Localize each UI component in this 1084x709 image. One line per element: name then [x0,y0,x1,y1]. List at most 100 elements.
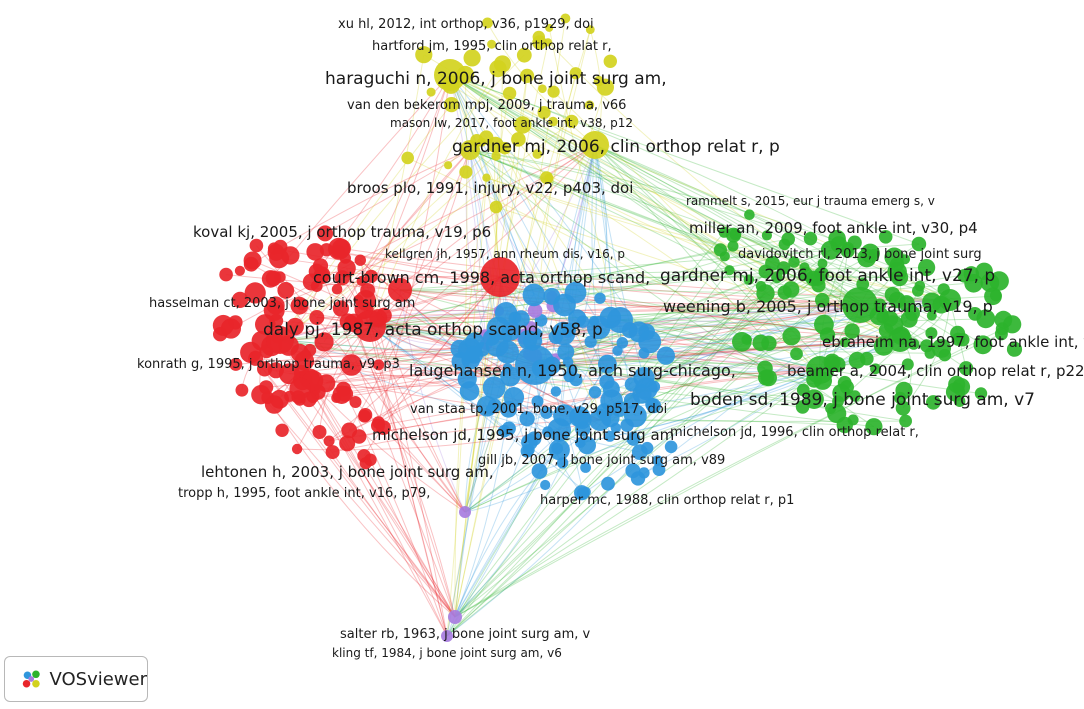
blue-node[interactable] [600,389,623,413]
green-node[interactable] [865,418,883,436]
yellow-node[interactable] [532,35,547,50]
blue-node[interactable] [459,381,480,401]
item-label[interactable]: broos plo, 1991, injury, v22, p403, doi [347,179,633,197]
red-node[interactable] [269,248,290,269]
yellow-node[interactable] [444,161,453,170]
item-label[interactable]: michelson jd, 1995, j bone joint surg am [372,426,674,444]
yellow-node[interactable] [584,100,595,110]
item-label[interactable]: miller an, 2009, foot ankle int, v30, p4 [689,219,978,237]
green-node[interactable] [782,327,801,346]
yellow-node[interactable] [489,200,503,214]
item-label[interactable]: michelson jd, 1996, clin orthop relat r, [670,425,919,440]
blue-node[interactable] [626,432,641,446]
item-label[interactable]: konrath g, 1995, j orthop trauma, v9, p3 [137,357,400,372]
green-node[interactable] [842,287,878,323]
blue-node[interactable] [598,354,617,374]
green-node[interactable] [974,387,988,400]
red-node[interactable] [212,314,234,336]
item-label[interactable]: rammelt s, 2015, eur j trauma emerg s, v [686,194,935,208]
purple-node[interactable] [448,610,462,624]
yellow-node[interactable] [460,140,480,160]
purple-node[interactable] [527,303,543,318]
item-label[interactable]: harper mc, 1988, clin orthop relat r, p1 [540,493,794,508]
blue-node[interactable] [548,439,570,461]
red-node[interactable] [388,278,412,302]
green-node[interactable] [732,332,752,352]
yellow-node[interactable] [415,46,433,64]
red-node[interactable] [314,332,334,352]
green-node[interactable] [776,261,791,275]
blue-node[interactable] [625,463,641,479]
green-node[interactable] [727,240,739,252]
red-node[interactable] [337,259,356,278]
red-node[interactable] [302,273,320,291]
red-node[interactable] [243,251,262,270]
green-node[interactable] [760,369,777,387]
blue-node[interactable] [522,283,546,307]
green-node[interactable] [920,339,934,353]
green-node[interactable] [901,358,914,371]
item-label[interactable]: gardner mj, 2006, foot ankle int, v27, p [660,266,995,286]
red-node[interactable] [312,425,327,439]
blue-node[interactable] [587,316,611,340]
red-node[interactable] [376,420,391,435]
red-node[interactable] [231,291,249,308]
item-label[interactable]: ebraheim na, 1997, foot ankle int, v18, [822,333,1084,351]
red-node[interactable] [349,396,362,408]
green-node[interactable] [887,262,907,282]
blue-node[interactable] [568,309,587,328]
yellow-node[interactable] [426,87,436,97]
item-label[interactable]: beamer a, 2004, clin orthop relat r, p22 [787,362,1084,380]
green-node[interactable] [895,400,911,416]
green-node[interactable] [782,281,800,298]
blue-node[interactable] [616,337,629,349]
yellow-node[interactable] [545,23,554,32]
item-label[interactable]: haraguchi n, 2006, j bone joint surg am, [325,69,667,89]
green-node[interactable] [1006,341,1023,357]
blue-node[interactable] [482,376,506,400]
green-node[interactable] [806,356,834,384]
green-node[interactable] [888,291,906,309]
green-node[interactable] [765,255,780,271]
green-node[interactable] [950,325,966,341]
red-node[interactable] [235,383,249,397]
red-node[interactable] [234,265,245,276]
blue-node[interactable] [656,346,676,365]
blue-node[interactable] [551,321,576,346]
red-node[interactable] [244,282,266,304]
yellow-node[interactable] [548,116,558,127]
item-label[interactable]: koval kj, 2005, j orthop trauma, v19, p6 [193,223,491,241]
green-node[interactable] [860,243,880,263]
green-node[interactable] [847,235,862,250]
green-node[interactable] [804,389,824,410]
item-label[interactable]: court-brown cm, 1998, acta orthop scand, [313,268,650,287]
red-node[interactable] [354,310,386,342]
green-node[interactable] [815,292,830,308]
red-node[interactable] [339,435,356,452]
yellow-node[interactable] [401,151,415,165]
green-node[interactable] [744,209,755,220]
item-label[interactable]: tropp h, 1995, foot ankle int, v16, p79, [178,486,430,501]
item-label[interactable]: hasselman ct, 2003, j bone joint surg am [149,296,415,311]
blue-node[interactable] [589,409,611,431]
blue-node[interactable] [569,373,583,387]
blue-node[interactable] [557,343,575,361]
green-node[interactable] [817,258,828,269]
green-node[interactable] [926,310,937,321]
blue-node[interactable] [476,395,498,417]
green-node[interactable] [849,390,861,402]
red-node[interactable] [240,341,262,363]
blue-node[interactable] [531,395,544,408]
blue-node[interactable] [503,387,525,408]
blue-node[interactable] [574,485,590,501]
red-node[interactable] [358,408,373,422]
blue-node[interactable] [631,444,648,460]
blue-node[interactable] [521,434,538,451]
red-node[interactable] [219,267,233,282]
red-node[interactable] [332,300,349,317]
item-label[interactable]: hartford jm, 1995, clin orthop relat r, [372,39,612,54]
green-node[interactable] [884,247,904,268]
red-node[interactable] [317,225,334,242]
red-node[interactable] [291,443,303,455]
yellow-node[interactable] [434,59,466,91]
